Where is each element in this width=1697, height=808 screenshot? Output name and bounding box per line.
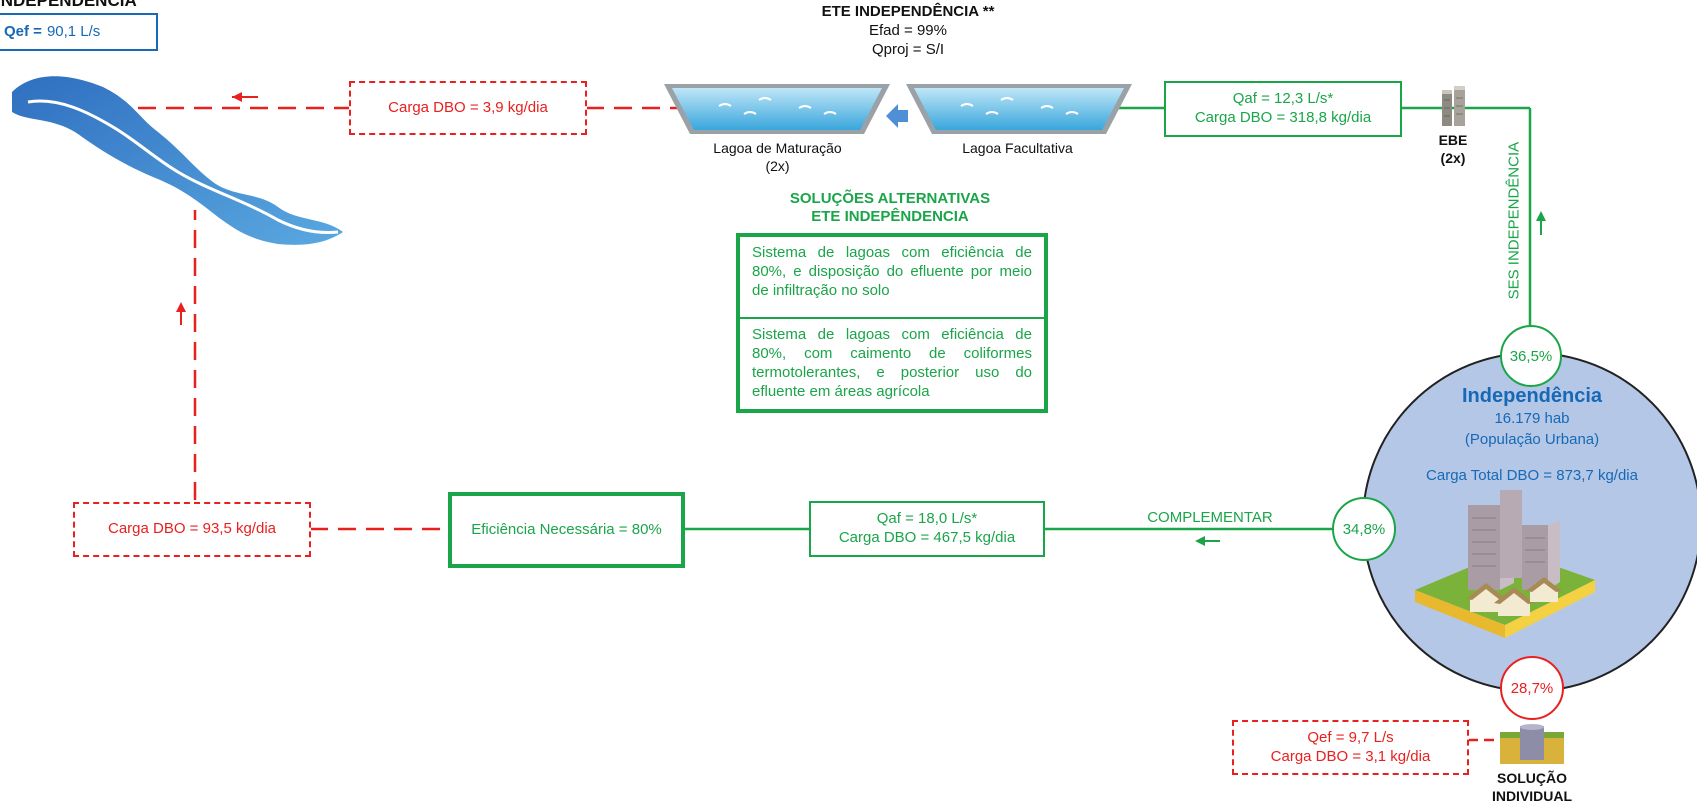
header-title: INDEPENDÊNCIA <box>0 0 137 10</box>
complementar-label: COMPLEMENTAR <box>1147 509 1273 526</box>
river-icon <box>12 76 343 245</box>
alternatives-box: Sistema de lagoas com eficiência de 80%,… <box>736 233 1048 413</box>
share-ses-circle: 36,5% <box>1500 325 1562 387</box>
complementar-outfall-box: Carga DBO = 93,5 kg/dia <box>73 502 311 557</box>
lagoa-maturacao-icon <box>664 84 890 134</box>
city-name: Independência <box>1461 385 1603 407</box>
pond-transfer-arrow <box>886 104 908 128</box>
ses-flow-box: Qaf = 12,3 L/s* Carga DBO = 318,8 kg/dia <box>1164 81 1402 137</box>
share-complementar: 34,8% <box>1342 520 1386 538</box>
ete-title: ETE INDEPENDÊNCIA ** <box>821 3 995 20</box>
lagoa-facultativa-label: Lagoa Facultativa <box>962 140 1073 156</box>
city-buildings-icon <box>1415 490 1595 638</box>
alternative-option-1: Sistema de lagoas com eficiência de 80%,… <box>740 237 1044 319</box>
share-complementar-circle: 34,8% <box>1332 497 1396 561</box>
complementar-outfall-load: Carga DBO = 93,5 kg/dia <box>107 520 276 538</box>
ebe-label: EBE <box>1438 132 1468 148</box>
individual-label-1: SOLUÇÃO <box>1497 770 1567 786</box>
efficiency-label: Eficiência Necessária = 80% <box>471 520 662 538</box>
compl-arrowhead <box>1195 536 1205 546</box>
individual-load: Carga DBO = 3,1 kg/dia <box>1270 747 1431 765</box>
river-outfall-arrowhead <box>232 92 242 102</box>
ses-load: Carga DBO = 318,8 kg/dia <box>1194 109 1372 126</box>
alternatives-title-1: SOLUÇÕES ALTERNATIVAS <box>789 190 991 207</box>
ses-label: SES INDEPENDÊNCIA <box>1505 141 1523 300</box>
ebe-count: (2x) <box>1440 150 1466 166</box>
share-individual-circle: 28,7% <box>1500 656 1564 720</box>
share-individual: 28,7% <box>1510 679 1554 697</box>
city-population-type: (População Urbana) <box>1464 431 1600 448</box>
complementar-outfall-arrowhead <box>176 302 186 312</box>
ses-arrowhead <box>1536 211 1546 221</box>
complementar-load: Carga DBO = 467,5 kg/dia <box>838 529 1016 546</box>
river-outfall-load: Carga DBO = 3,9 kg/dia <box>388 98 548 116</box>
complementar-flow-box: Qaf = 18,0 L/s* Carga DBO = 467,5 kg/dia <box>809 501 1045 557</box>
ebe-icon <box>1442 86 1465 126</box>
ete-efad: Efad = 99% <box>869 22 947 39</box>
complementar-flow: Qaf = 18,0 L/s* <box>876 510 978 528</box>
individual-label-2: INDIVIDUAL <box>1491 788 1573 804</box>
individual-flow: Qef = 9,7 L/s <box>1307 728 1394 746</box>
septic-tank-icon <box>1500 724 1564 764</box>
city-total-load: Carga Total DBO = 873,7 kg/dia <box>1426 467 1638 484</box>
share-ses: 36,5% <box>1509 347 1553 365</box>
ete-qproj: Qproj = S/I <box>871 41 945 58</box>
header-qef-value: 90,1 L/s <box>46 22 101 40</box>
header-qef-label: Qef = <box>4 22 42 40</box>
header-qef-box: Qef = 90,1 L/s <box>0 13 158 51</box>
efficiency-box: Eficiência Necessária = 80% <box>448 492 685 568</box>
individual-box: Qef = 9,7 L/s Carga DBO = 3,1 kg/dia <box>1232 720 1469 775</box>
river-outfall-box: Carga DBO = 3,9 kg/dia <box>349 81 587 135</box>
lagoa-maturacao-label: Lagoa de Maturação <box>713 140 842 156</box>
lagoa-maturacao-count: (2x) <box>765 158 790 174</box>
alternatives-title-2: ETE INDEPÊNDENCIA <box>811 208 969 225</box>
alternative-option-2: Sistema de lagoas com eficiência de 80%,… <box>752 326 1032 401</box>
city-population: 16.179 hab <box>1494 410 1570 427</box>
lagoa-facultativa-icon <box>906 84 1132 134</box>
ses-flow: Qaf = 12,3 L/s* <box>1232 90 1334 108</box>
